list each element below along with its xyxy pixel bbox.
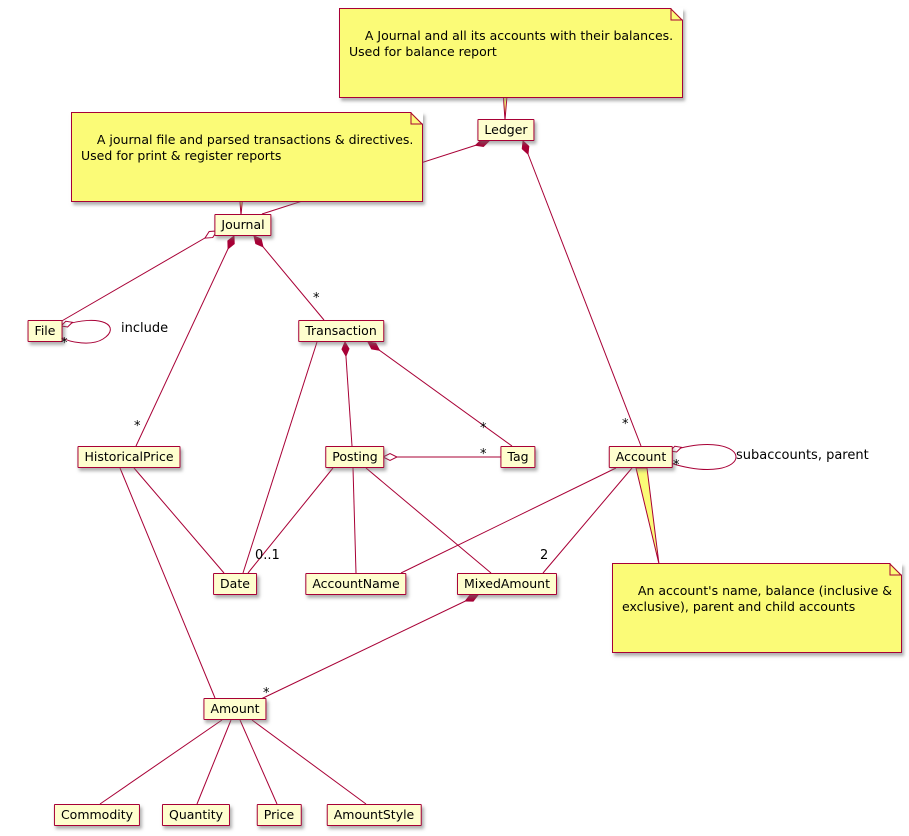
- edge-file-include-loop: [60, 319, 111, 344]
- multiplicity-journal-transaction: *: [313, 291, 320, 306]
- multiplicity-account-subaccounts: *: [673, 458, 680, 473]
- edge-account-mixedamount: [542, 467, 633, 574]
- multiplicity-transaction-tag: *: [480, 421, 487, 436]
- edge-label-account-subaccounts: subaccounts, parent: [736, 448, 869, 463]
- class-accountname: AccountName: [305, 573, 407, 595]
- composition-diamond-ledger-account: [521, 139, 530, 156]
- edge-transaction-date: [242, 341, 318, 574]
- note-fold-icon: [410, 112, 424, 125]
- edge-amount-amountstyle: [251, 719, 367, 805]
- edge-amount-quantity: [196, 719, 232, 805]
- class-transaction: Transaction: [298, 320, 384, 342]
- edge-journal-file: [59, 230, 218, 323]
- edge-posting-accountname: [352, 467, 357, 574]
- edge-journal-historicalprice: [135, 235, 235, 447]
- note-journal: A journal file and parsed transactions &…: [71, 112, 424, 202]
- edge-posting-date: [247, 467, 334, 574]
- multiplicity-account-mixedamount: 2: [540, 548, 549, 563]
- class-date: Date: [213, 573, 257, 595]
- class-tag: Tag: [500, 446, 536, 468]
- class-account: Account: [608, 446, 674, 468]
- edge-posting-mixedamount: [365, 467, 492, 574]
- class-ledger: Ledger: [477, 119, 535, 141]
- aggregation-diamond-journal-file: [203, 230, 218, 239]
- class-file: File: [27, 320, 63, 342]
- edge-mixedamount-amount: [260, 594, 479, 700]
- edge-transaction-posting: [344, 341, 353, 447]
- note-journal-text: A journal file and parsed transactions &…: [81, 132, 414, 163]
- multiplicity-mixedamount-amount: *: [263, 686, 270, 701]
- note-ledger: A Journal and all its accounts with thei…: [339, 8, 684, 98]
- note-connector-account: [635, 467, 660, 565]
- note-ledger-text: A Journal and all its accounts with thei…: [349, 28, 674, 59]
- class-journal: Journal: [214, 214, 272, 236]
- multiplicity-posting-tag: *: [480, 447, 487, 462]
- class-posting: Posting: [325, 446, 385, 468]
- multiplicity-ledger-account: *: [622, 417, 629, 432]
- class-price: Price: [256, 804, 302, 826]
- edge-historicalprice-amount: [119, 467, 216, 699]
- edge-label-file-include: include: [121, 321, 169, 336]
- edge-historicalprice-date: [133, 467, 225, 574]
- edge-ledger-account: [522, 140, 642, 447]
- class-amountstyle: AmountStyle: [326, 804, 422, 826]
- note-fold-icon: [670, 8, 684, 21]
- edge-transaction-tag: [367, 341, 513, 447]
- aggregation-diamond-posting-tag: [381, 452, 399, 462]
- edge-account-accountname: [400, 467, 617, 574]
- note-fold-icon: [889, 563, 902, 576]
- class-amount: Amount: [203, 698, 267, 720]
- composition-diamond-journal-transaction: [253, 235, 264, 248]
- class-historicalprice: HistoricalPrice: [77, 446, 181, 468]
- edge-amount-price: [239, 719, 278, 805]
- edge-journal-transaction: [253, 235, 325, 321]
- note-account: An account's name, balance (inclusive & …: [612, 563, 902, 653]
- class-mixedamount: MixedAmount: [456, 573, 558, 595]
- edge-account-subaccounts-loop: [669, 444, 737, 470]
- multiplicity-file-include: *: [61, 336, 68, 351]
- composition-diamond-journal-historicalprice: [227, 234, 235, 250]
- aggregation-diamond-account-loop: [668, 445, 683, 453]
- multiplicity-transaction-date: 0..1: [255, 548, 280, 563]
- class-commodity: Commodity: [53, 804, 141, 826]
- aggregation-diamond-file-loop: [59, 320, 74, 328]
- composition-diamond-transaction-posting: [341, 340, 350, 358]
- class-quantity: Quantity: [161, 804, 231, 826]
- edge-amount-commodity: [99, 719, 223, 805]
- note-account-text: An account's name, balance (inclusive & …: [622, 583, 892, 614]
- composition-diamond-transaction-tag: [367, 341, 381, 351]
- multiplicity-journal-historicalprice: *: [134, 419, 141, 434]
